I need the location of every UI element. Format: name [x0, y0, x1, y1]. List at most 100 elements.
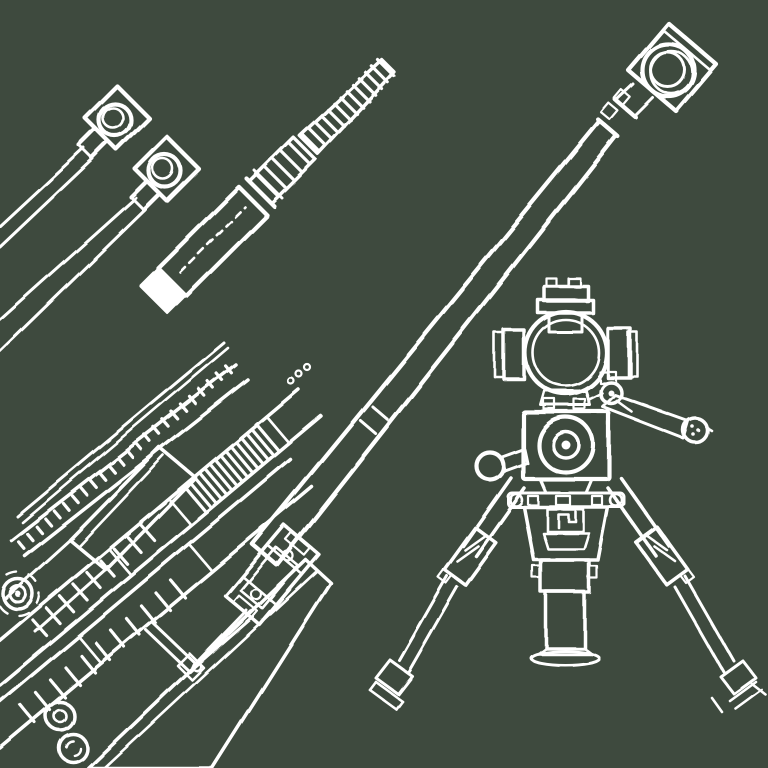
hatch-tick: [109, 628, 127, 650]
hatch-tick: [97, 471, 107, 482]
hatch-tick: [188, 395, 198, 406]
hatch-tick: [263, 165, 289, 191]
hatch-tick: [363, 70, 384, 91]
hatch-tick: [344, 89, 365, 110]
leg-hinge: [608, 492, 624, 508]
muzzle-plate: [132, 134, 202, 204]
receiver-joint: [265, 415, 291, 445]
hatch-tick: [112, 547, 130, 566]
tripod-drawing: [368, 370, 768, 714]
bolt-ring: [1, 577, 35, 611]
hatch-tick: [313, 120, 334, 141]
hatch-tick: [134, 440, 144, 451]
hatch-tick: [88, 478, 98, 489]
left-windage-knob: [502, 328, 526, 381]
screw-dot: [286, 376, 296, 386]
barrel-clamp-bracket: [223, 523, 321, 627]
hatch-tick: [143, 433, 153, 444]
barrel-joint: [370, 405, 390, 421]
leg-clamp: [634, 525, 690, 587]
hatch-tick: [34, 524, 44, 535]
center-column: [529, 531, 601, 667]
hatch-tick: [350, 82, 372, 104]
muzzle-brake-drawing: [625, 20, 719, 114]
rifle-chassis-drawing: [0, 341, 332, 768]
hatch-tick: [235, 441, 259, 470]
muzzle-ring-inner: [151, 157, 175, 181]
hatch-tick: [224, 450, 249, 478]
hatch-tick: [338, 95, 359, 116]
hatch-tick: [139, 603, 157, 625]
leg-clamp: [442, 525, 498, 587]
right-windage-knob: [606, 327, 633, 380]
muzzle-collar: [595, 117, 621, 139]
pulley-link: [615, 399, 634, 414]
clamp-lever: [678, 567, 696, 585]
hatch-tick: [125, 448, 135, 459]
hatch-tick: [70, 494, 80, 505]
neck-tube: [247, 135, 319, 207]
hatch-tick: [170, 410, 180, 421]
rifle-barrel-line2: [20, 346, 230, 524]
bipod-mount-bracket: [144, 609, 255, 682]
spare-barrel-upper-drawing: [0, 83, 152, 249]
hatch-tick: [219, 454, 244, 483]
hatch-tick: [271, 157, 297, 183]
collar-link: [632, 95, 654, 117]
receiver-joint: [107, 547, 133, 577]
screw-dot: [302, 362, 312, 372]
hatch-tick: [152, 425, 162, 436]
collar-port: [599, 101, 619, 121]
hatch-tick: [19, 703, 37, 725]
hatch-tick: [206, 380, 216, 391]
spare-barrel-lower-drawing: [0, 134, 202, 353]
hatch-tick: [369, 64, 390, 85]
hatch-tick: [188, 480, 213, 509]
hatch-tick: [58, 595, 76, 614]
hatch-tick: [126, 535, 143, 555]
hatch-tick: [193, 476, 218, 505]
hatch-tick: [16, 539, 26, 550]
hatch-tick: [139, 523, 157, 543]
bottom-spar: [86, 558, 332, 768]
bottom-spar-inner: [102, 569, 318, 768]
hatch-tick: [307, 126, 328, 147]
hatch-tick: [49, 678, 67, 700]
rail-bottom-edge: [23, 378, 250, 558]
plate-inner-edge: [169, 140, 197, 168]
pan-handle: [601, 393, 713, 444]
barrel-body: [250, 118, 619, 568]
hatch-tick: [154, 591, 172, 612]
core-dashed-line: [178, 205, 247, 274]
hatch-tick: [375, 57, 397, 79]
hatch-tick: [198, 472, 223, 500]
receiver-joint: [167, 497, 193, 527]
hatch-tick: [209, 463, 233, 492]
barrel-joint: [358, 419, 378, 435]
knob-circle: [57, 732, 89, 764]
hatch-tick: [106, 463, 117, 474]
collar-edge: [141, 192, 162, 213]
hatch-tick: [214, 459, 239, 487]
hatch-tick: [197, 387, 207, 398]
hatch-tick: [85, 571, 103, 590]
hatch-tick: [79, 486, 89, 497]
bolt-ring-outer: [0, 570, 42, 618]
muzzle-ring: [146, 152, 184, 190]
hatch-tick: [279, 149, 305, 175]
suppressor-tube: [155, 184, 270, 299]
leg-foot: [718, 658, 758, 696]
bolt-center-dot: [15, 591, 21, 597]
barrel-rod-line: [0, 196, 138, 322]
collar-edge: [76, 127, 97, 148]
hatch-tick: [94, 641, 112, 662]
hatch-tick: [287, 141, 313, 167]
hatch-tick: [300, 132, 322, 154]
receiver-top-edge: [0, 388, 301, 643]
hatch-tick: [45, 606, 62, 626]
collar-port: [613, 88, 631, 107]
tension-pulley: [598, 380, 624, 406]
muzzle-plate: [82, 83, 152, 153]
scope-foot: [542, 397, 557, 411]
